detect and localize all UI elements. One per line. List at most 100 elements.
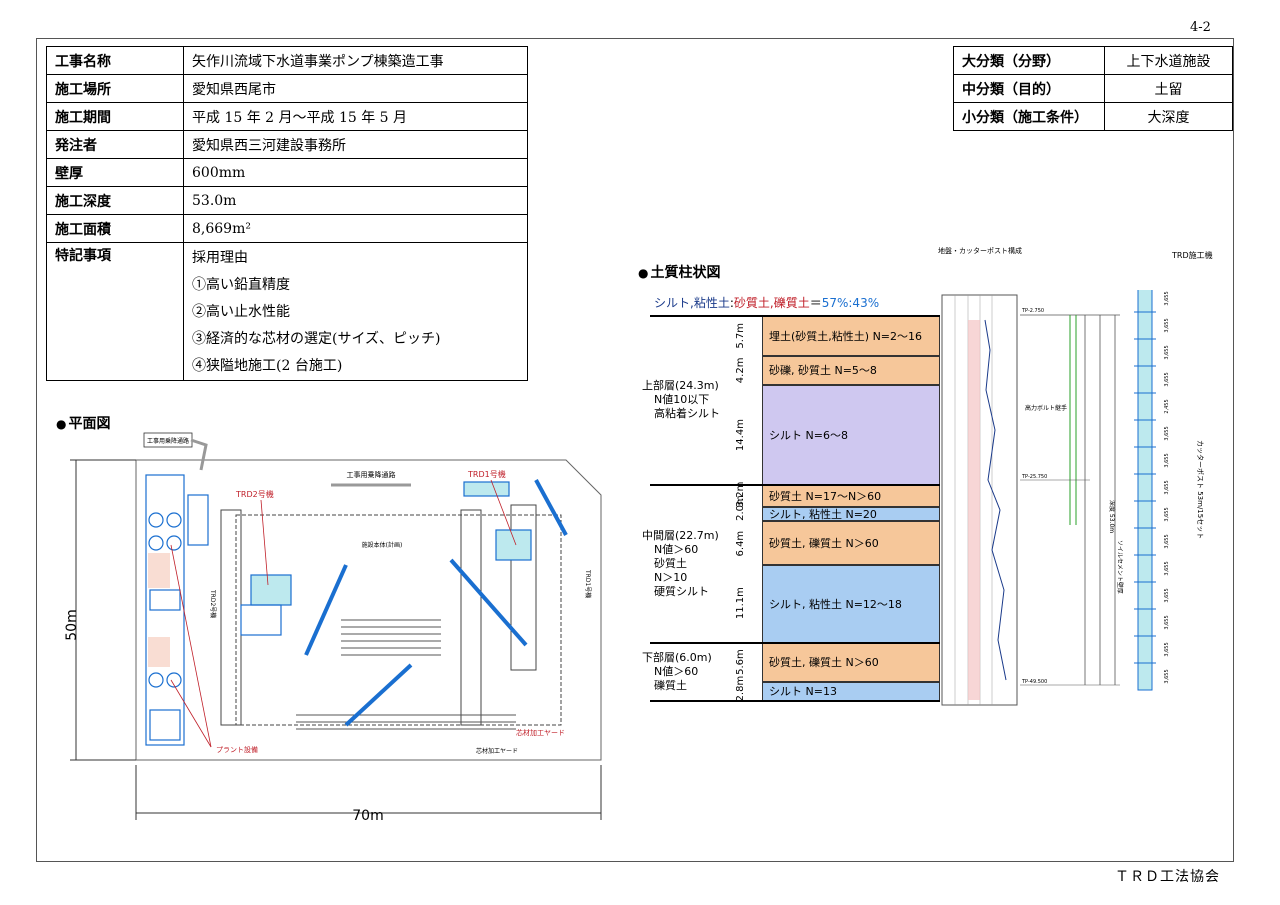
trd1-route-label: TRD1号機 [584, 569, 592, 598]
cutter-segment-label: 3,655 [1164, 615, 1170, 629]
plant-label: プラント設備 [216, 745, 258, 754]
info-value: 愛知県西尾市 [183, 74, 528, 103]
info-value: 平成 15 年 2 月～平成 15 年 5 月 [183, 102, 528, 131]
soil-column-title: ●土質柱状図 [638, 265, 721, 281]
soil-group-line: 砂質土 [654, 556, 687, 570]
info-label: 施工場所 [46, 74, 184, 103]
plant-equipment [145, 474, 209, 746]
trd-machine-label: TRD施工機 [1172, 251, 1213, 260]
plan-title: ●平面図 [56, 416, 111, 432]
layer-thickness: 14.4m [735, 418, 746, 451]
info-value: 矢作川流域下水道事業ポンプ棟築造工事 [183, 46, 528, 75]
footer: ＴＲＤ工法協会 [1115, 869, 1220, 885]
layer-thickness: 4.2m [735, 357, 746, 384]
soil-cement-label: ソイルセメント壁厚 [1116, 540, 1124, 594]
soil-layer: 砂質土, 礫質土 N＞60 [762, 521, 940, 566]
layer-thickness: 6.4m [735, 530, 746, 557]
cutter-segment-label: 3,655 [1164, 507, 1170, 521]
soil-ratio: シルト,粘性土:砂質土,礫質土＝57%:43% [654, 296, 880, 310]
site-plan-drawing: 50m 70m 工事用乗降通路 プラント設備 工事用乗降通路 施設本体(計画) … [64, 432, 602, 824]
group-boundary-line [650, 700, 940, 702]
layer-thickness: 5.7m [735, 322, 746, 349]
dim-width-label: 70m [352, 808, 383, 824]
info-row: 施工期間平成 15 年 2 月～平成 15 年 5 月 [46, 102, 528, 131]
soil-layer: シルト N=6～8 [762, 384, 940, 485]
info-row: 工事名称矢作川流域下水道事業ポンプ棟築造工事 [46, 46, 528, 75]
soil-group-line: 下部層(6.0m) [642, 650, 712, 664]
diagram-header-note: 地盤・カッターポスト構成 [938, 247, 1022, 255]
core-yard2-label: 芯材加工ヤード [476, 747, 518, 755]
note-line: ④狭隘地施工(2 台施工) [192, 358, 343, 374]
trd2-route-label: TRD2号機 [209, 589, 217, 618]
soil-group-label: 上部層(24.3m)N値10以下高粘着シルト [642, 379, 720, 421]
label-b: TP-25.750 [1021, 474, 1047, 480]
cutter-segment-label: 3,655 [1164, 426, 1170, 440]
cutter-segment-label: 3,655 [1164, 318, 1170, 332]
page-number: 4-2 [1190, 20, 1211, 35]
classification-label: 大分類（分野） [953, 46, 1105, 75]
classification-label: 中分類（目的） [953, 74, 1105, 103]
layer-thickness: 11.1m [735, 588, 746, 621]
info-label: 施工面積 [46, 214, 184, 243]
info-value: 8,669m² [183, 214, 528, 243]
cutter-label: カッターポスト 53m/15セット [1196, 440, 1205, 539]
soil-group-line: 礫質土 [654, 678, 687, 692]
soil-group-line: N値＞60 [654, 664, 699, 678]
info-label: 施工深度 [46, 186, 184, 215]
cutter-segments: 3,655 3,655 3,655 3,655 2,455 3,655 3,655 3,655… [1134, 291, 1170, 684]
classification-value: 土留 [1104, 74, 1233, 103]
borehole-diagram: TP-2.750 TP-25.750 TP-49.500 高力ボルト継手 深度 … [941, 290, 1205, 706]
soil-layer: シルト, 粘性土 N=12～18 [762, 565, 940, 643]
soil-group-line: 上部層(24.3m) [642, 379, 719, 393]
soil-group-line: N値＞60 [654, 542, 699, 556]
group-boundary-line [650, 641, 940, 644]
soil-group-line: 高粘着シルト [654, 407, 720, 421]
dim-height-label: 50m [64, 609, 80, 640]
trd2-machine [240, 574, 292, 636]
info-value: 600mm [183, 158, 528, 187]
soil-group-line: 硬質シルト [654, 584, 709, 598]
info-row: 施工場所愛知県西尾市 [46, 74, 528, 103]
info-label: 工事名称 [46, 46, 184, 75]
note-line: ③経済的な芯材の選定(サイズ、ピッチ) [192, 331, 441, 347]
cutter-segment-label: 3,655 [1164, 561, 1170, 575]
info-label: 施工期間 [46, 102, 184, 131]
cutter-segment-label: 3,655 [1164, 291, 1170, 305]
depth-total-label: 深度 53.0m [1108, 500, 1116, 533]
info-label: 発注者 [46, 130, 184, 159]
soil-layer: シルト, 粘性土 N=20 [762, 507, 940, 521]
classification-table: 大分類（分野）上下水道施設中分類（目的）土留小分類（施工条件）大深度 [953, 46, 1233, 131]
bullet-icon: ● [56, 417, 67, 431]
classification-row: 大分類（分野）上下水道施設 [953, 46, 1233, 75]
cutter-segment-label: 3,655 [1164, 534, 1170, 548]
bullet-icon: ● [638, 266, 649, 280]
layer-thickness: 2.8m [735, 675, 746, 701]
trd1-label: TRD1号機 [467, 469, 506, 479]
center-box-label: 施設本体(計画) [362, 541, 403, 549]
road-center-label: 工事用乗降通路 [347, 470, 396, 479]
cutter-segment-label: 3,655 [1164, 480, 1170, 494]
cutter-segment-label: 3,655 [1164, 345, 1170, 359]
classification-label: 小分類（施工条件） [953, 102, 1105, 131]
trd1-machine [463, 481, 532, 561]
notes-label: 特記事項 [46, 242, 184, 381]
classification-value: 大深度 [1104, 102, 1233, 131]
project-info-table: 工事名称矢作川流域下水道事業ポンプ棟築造工事施工場所愛知県西尾市施工期間平成 1… [46, 46, 528, 381]
soil-layer: 埋土(砂質土,粘性土) N=2～16 [762, 316, 940, 356]
classification-value: 上下水道施設 [1104, 46, 1233, 75]
soil-group-line: 中間層(22.7m) [642, 528, 719, 542]
info-value: 53.0m [183, 186, 528, 215]
cutter-segment-label: 3,655 [1164, 588, 1170, 602]
cutter-segment-label: 2,455 [1164, 399, 1170, 413]
group-boundary-line [650, 483, 940, 486]
cutter-segment-label: 3,655 [1164, 669, 1170, 683]
classification-row: 中分類（目的）土留 [953, 74, 1233, 103]
info-row: 発注者愛知県西三河建設事務所 [46, 130, 528, 159]
label-a: TP-2.750 [1021, 308, 1044, 314]
